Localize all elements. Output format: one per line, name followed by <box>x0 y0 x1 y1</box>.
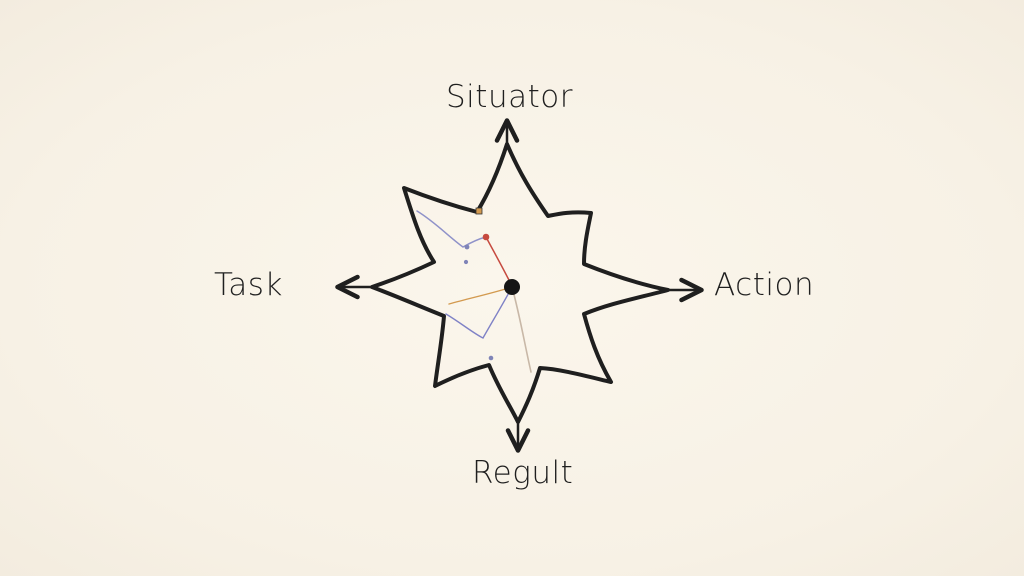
axis-label-right: Action <box>714 267 815 303</box>
red-node <box>482 233 490 241</box>
inner-line-blue-lower <box>445 286 513 339</box>
inner-line-blue-left <box>416 210 487 248</box>
small-node-left-lower <box>463 259 469 265</box>
axis-label-bottom: Regult <box>472 455 574 491</box>
star-outline <box>370 142 670 424</box>
inner-line-red <box>485 236 513 287</box>
axis-label-top: Situator <box>446 79 573 115</box>
inner-line-beige <box>511 286 532 373</box>
small-square-node <box>475 207 483 215</box>
small-node-bottom <box>488 355 494 361</box>
inner-line-orange <box>448 286 513 305</box>
small-node-left <box>464 244 470 250</box>
center-node <box>504 279 520 295</box>
axis-label-left: Task <box>214 267 283 303</box>
